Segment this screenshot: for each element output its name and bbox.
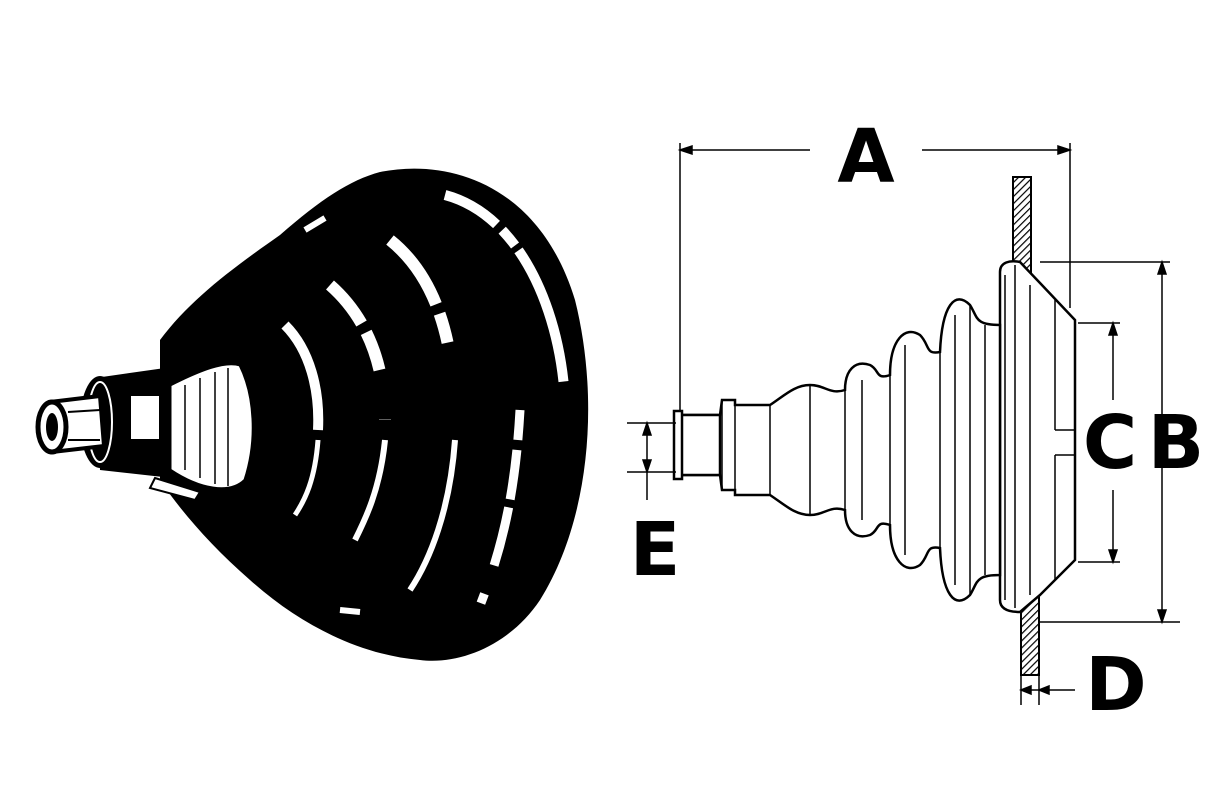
dimension-e bbox=[627, 420, 676, 500]
dimension-d bbox=[1018, 675, 1075, 705]
side-end-tube bbox=[678, 413, 722, 477]
boot-side-view: A B C D bbox=[627, 114, 1204, 728]
dimension-a bbox=[677, 143, 1073, 410]
boot-illustration bbox=[35, 168, 589, 661]
label-c: C bbox=[1083, 400, 1137, 486]
inner-cone bbox=[168, 362, 255, 491]
bellows-body bbox=[160, 168, 589, 661]
bellows-outline bbox=[678, 298, 1002, 602]
label-d: D bbox=[1085, 642, 1146, 728]
flange bbox=[998, 260, 1077, 614]
label-a: A bbox=[837, 114, 894, 200]
dimension-b bbox=[1040, 259, 1180, 625]
label-e: E bbox=[630, 507, 681, 593]
dimension-c bbox=[1078, 320, 1120, 565]
label-b: B bbox=[1148, 400, 1204, 486]
